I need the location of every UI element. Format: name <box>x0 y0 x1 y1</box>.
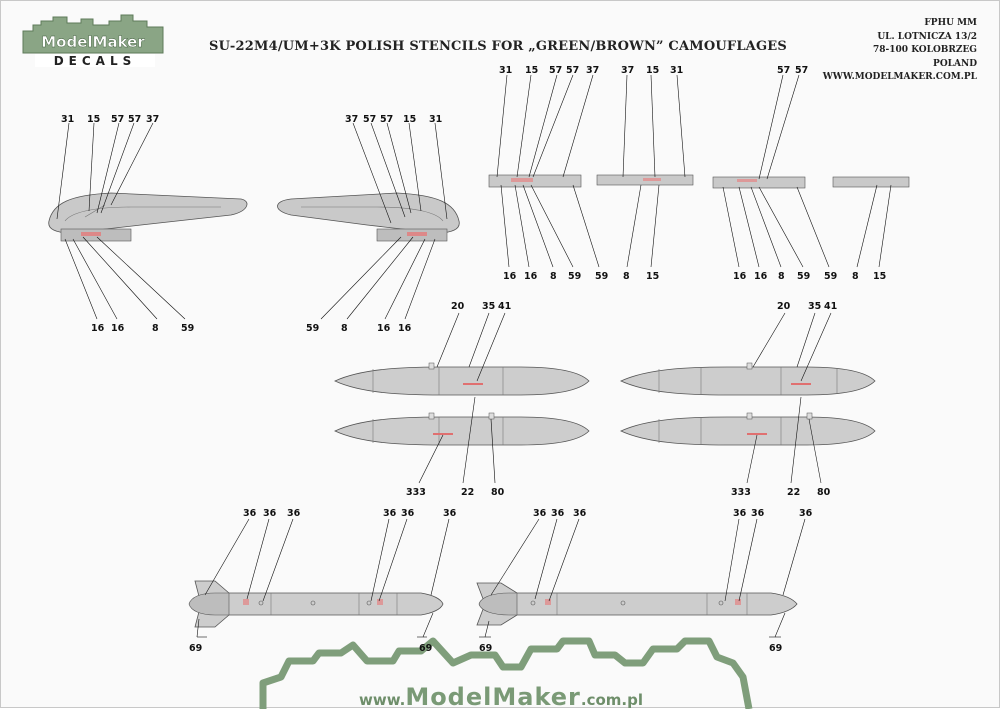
callout-label: 57 <box>128 114 141 125</box>
callout-label: 57 <box>795 65 808 76</box>
callout-label: 16 <box>91 323 105 334</box>
callout-label: 36 <box>799 508 813 519</box>
footer-brand: ModelMaker <box>405 683 581 711</box>
logo-brand: ModelMaker <box>41 33 145 51</box>
callout-label: 31 <box>61 114 74 125</box>
callout-label: 20 <box>777 301 791 312</box>
callout-label: 16 <box>377 323 391 334</box>
callout-label: 22 <box>461 487 474 498</box>
footer-prefix: www. <box>359 691 406 709</box>
callout-label: 57 <box>363 114 376 125</box>
callout-label: 22 <box>787 487 800 498</box>
footer-suffix: .com.pl <box>580 691 643 709</box>
drop-tank-right: 36 36 36 36 36 36 69 69 <box>476 508 813 654</box>
address-line: FPHU MM <box>924 18 977 28</box>
callout-label: 69 <box>479 643 492 654</box>
callout-label: 8 <box>550 271 557 282</box>
callout-label: 16 <box>111 323 125 334</box>
callout-label: 20 <box>451 301 465 312</box>
address-block: FPHU MM UL. LOTNICZA 13/2 78-100 KOLOBRZ… <box>823 17 977 85</box>
callout-label: 59 <box>595 271 608 282</box>
pylon-d: 8 15 <box>832 176 910 282</box>
callout-label: 8 <box>152 323 159 334</box>
callout-label: 80 <box>491 487 505 498</box>
callout-label: 15 <box>525 65 538 76</box>
callout-label: 59 <box>181 323 194 334</box>
address-line: POLAND <box>933 58 977 69</box>
sheet-title: SU-22M4/UM+3K POLISH STENCILS FOR „GREEN… <box>209 39 787 54</box>
callout-label: 37 <box>146 114 159 125</box>
footer-website: www.ModelMaker.com.pl <box>1 683 1000 711</box>
callout-label: 35 <box>482 301 495 312</box>
callout-label: 69 <box>189 643 202 654</box>
callout-label: 41 <box>498 301 511 312</box>
pylon-a: 31 15 57 57 37 16 16 8 59 59 <box>488 65 608 282</box>
callout-label: 57 <box>380 114 393 125</box>
callout-label: 36 <box>443 508 457 519</box>
callout-label: 57 <box>566 65 579 76</box>
footer-skyline <box>259 637 753 709</box>
callout-label: 15 <box>646 271 659 282</box>
callout-label: 16 <box>503 271 517 282</box>
callout-label: 16 <box>398 323 412 334</box>
callout-label: 15 <box>403 114 416 125</box>
callout-label: 15 <box>87 114 100 125</box>
callout-label: 57 <box>777 65 790 76</box>
callout-label: 36 <box>533 508 547 519</box>
callout-label: 8 <box>623 271 630 282</box>
callout-label: 37 <box>586 65 599 76</box>
wing-right-pylon: 37 57 57 15 31 59 8 16 16 <box>277 114 460 334</box>
fuel-tank-pair-left: 20 35 41 333 22 80 <box>334 301 590 498</box>
callout-label: 41 <box>824 301 837 312</box>
callout-label: 36 <box>287 508 301 519</box>
callout-label: 16 <box>754 271 768 282</box>
callout-label: 31 <box>499 65 512 76</box>
callout-label: 36 <box>383 508 397 519</box>
callout-label: 69 <box>769 643 782 654</box>
address-line: 78-100 KOLOBRZEG <box>873 45 977 55</box>
callout-label: 59 <box>797 271 810 282</box>
callout-label: 8 <box>852 271 859 282</box>
callout-label: 15 <box>873 271 886 282</box>
callout-label: 57 <box>549 65 562 76</box>
callout-label: 57 <box>111 114 124 125</box>
callout-label: 36 <box>551 508 565 519</box>
callout-label: 333 <box>406 487 426 498</box>
callout-label: 36 <box>401 508 415 519</box>
callout-label: 8 <box>341 323 348 334</box>
callout-label: 69 <box>419 643 432 654</box>
logo-decals: DECALS <box>54 54 137 68</box>
callout-label: 15 <box>646 65 659 76</box>
callout-label: 333 <box>731 487 751 498</box>
callout-label: 37 <box>345 114 358 125</box>
pylon-c: 57 57 16 16 8 59 59 <box>712 65 837 282</box>
callout-label: 16 <box>733 271 747 282</box>
callout-label: 80 <box>817 487 831 498</box>
callout-label: 8 <box>778 271 785 282</box>
callout-label: 36 <box>263 508 277 519</box>
callout-label: 59 <box>568 271 581 282</box>
drop-tank-left: 36 36 36 36 36 36 69 69 <box>188 508 457 654</box>
callout-label: 16 <box>524 271 538 282</box>
callout-label: 59 <box>824 271 837 282</box>
callout-label: 36 <box>751 508 765 519</box>
wing-left-pylon: 31 15 57 57 37 16 16 8 59 <box>48 114 248 334</box>
callout-label: 59 <box>306 323 319 334</box>
modelmaker-logo: ModelMaker DECALS <box>22 14 164 68</box>
callout-label: 36 <box>733 508 747 519</box>
callout-label: 36 <box>243 508 257 519</box>
pylon-b: 37 15 31 8 15 <box>596 65 694 282</box>
fuel-tank-pair-right: 20 35 41 333 22 80 <box>620 301 876 498</box>
callout-label: 31 <box>429 114 442 125</box>
callout-label: 37 <box>621 65 634 76</box>
callout-label: 36 <box>573 508 587 519</box>
callout-label: 31 <box>670 65 683 76</box>
address-line: UL. LOTNICZA 13/2 <box>877 31 977 42</box>
website-line: WWW.MODELMAKER.COM.PL <box>822 72 977 82</box>
callout-label: 35 <box>808 301 821 312</box>
